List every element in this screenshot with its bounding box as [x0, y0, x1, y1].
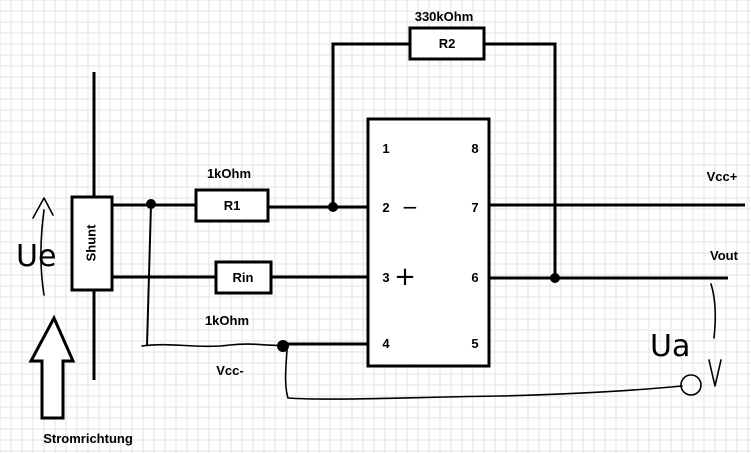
r1-value: 1kOhm: [207, 166, 251, 181]
rin-label: Rin: [233, 270, 254, 285]
hand-wire-vcc-minus: [141, 343, 286, 348]
wire-feedback-left: [331, 42, 410, 207]
pin-3: 3: [382, 270, 389, 285]
vcc-plus-label: Vcc+: [707, 169, 738, 184]
pin-1: 1: [382, 141, 389, 156]
vcc-minus-label: Vcc-: [216, 363, 243, 378]
pin-6: 6: [471, 270, 478, 285]
stromrichtung-label: Stromrichtung: [43, 431, 133, 446]
ua-arrow-head: [708, 359, 722, 387]
junction-pin2: [328, 202, 338, 212]
ua-arrow-top: [710, 283, 717, 339]
hand-wire-ua-return: [284, 349, 683, 400]
inverting-sign: −: [402, 195, 419, 219]
ue-arrow-shaft: [40, 209, 45, 296]
r1-label: R1: [224, 198, 241, 213]
pin-7: 7: [471, 200, 478, 215]
resistor-r1: [194, 188, 270, 223]
wire-node-down: [146, 203, 152, 347]
current-direction-arrow-icon: [28, 314, 76, 420]
pin-4: 4: [382, 336, 390, 351]
shunt-label: Shunt: [83, 224, 98, 261]
noninverting-sign: +: [394, 262, 416, 292]
r2-label: R2: [439, 36, 456, 51]
junction-input: [146, 199, 156, 209]
pin-8: 8: [471, 141, 478, 156]
rin-value: 1kOhm: [205, 313, 249, 328]
r2-value: 330kOhm: [415, 9, 474, 24]
vout-label: Vout: [710, 248, 739, 263]
ua-label: Ua: [650, 329, 690, 364]
resistor-rin: [214, 260, 273, 295]
ue-arrow-head: [32, 197, 54, 219]
pin-2: 2: [382, 200, 389, 215]
ue-label: Ue: [16, 239, 56, 274]
shunt-resistor: [70, 195, 114, 292]
ua-terminal-circle: [680, 374, 702, 396]
wire-feedback-right: [484, 42, 557, 278]
junction-output: [550, 273, 560, 283]
opamp-ic: [366, 117, 491, 368]
pin-5: 5: [471, 336, 478, 351]
junction-vcc-minus: [277, 340, 289, 352]
